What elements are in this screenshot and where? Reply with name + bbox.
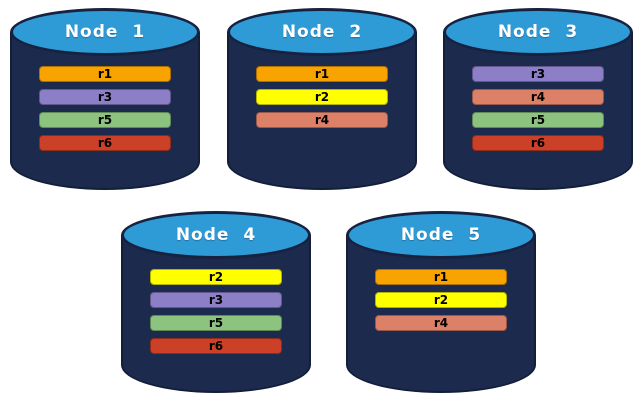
cylinder-body xyxy=(443,32,633,190)
replica-bar: r3 xyxy=(39,89,171,105)
replica-bar: r2 xyxy=(150,269,282,285)
node-cylinder-2: Node 2 r1 r2 r4 xyxy=(227,8,417,190)
replica-bar: r6 xyxy=(472,135,604,151)
cylinder-body xyxy=(121,235,311,393)
replica-bar: r6 xyxy=(39,135,171,151)
cylinder-top: Node 1 xyxy=(10,8,200,56)
node-cylinder-3: Node 3 r3 r4 r5 r6 xyxy=(443,8,633,190)
node-title: Node 4 xyxy=(175,225,257,245)
replica-bar: r2 xyxy=(375,292,507,308)
replica-list: r1 r2 r4 xyxy=(346,269,536,331)
cylinder-body xyxy=(227,32,417,190)
cylinder-top: Node 2 xyxy=(227,8,417,56)
cylinder-body xyxy=(346,235,536,393)
replica-bar: r5 xyxy=(472,112,604,128)
replica-list: r1 r3 r5 r6 xyxy=(10,66,200,151)
cylinder-top: Node 4 xyxy=(121,211,311,259)
replica-bar: r1 xyxy=(256,66,388,82)
replica-bar: r2 xyxy=(256,89,388,105)
replica-bar: r5 xyxy=(39,112,171,128)
node-cylinder-1: Node 1 r1 r3 r5 r6 xyxy=(10,8,200,190)
cylinder-top: Node 5 xyxy=(346,211,536,259)
replica-list: r1 r2 r4 xyxy=(227,66,417,128)
replica-bar: r4 xyxy=(256,112,388,128)
replica-bar: r1 xyxy=(39,66,171,82)
node-title: Node 3 xyxy=(497,22,579,42)
node-cylinder-5: Node 5 r1 r2 r4 xyxy=(346,211,536,393)
replica-bar: r3 xyxy=(150,292,282,308)
replica-bar: r5 xyxy=(150,315,282,331)
cylinder-top: Node 3 xyxy=(443,8,633,56)
node-cylinder-4: Node 4 r2 r3 r5 r6 xyxy=(121,211,311,393)
cylinder-body xyxy=(10,32,200,190)
node-title: Node 2 xyxy=(281,22,363,42)
replica-list: r3 r4 r5 r6 xyxy=(443,66,633,151)
replica-bar: r4 xyxy=(472,89,604,105)
replica-bar: r3 xyxy=(472,66,604,82)
replica-bar: r4 xyxy=(375,315,507,331)
replica-bar: r1 xyxy=(375,269,507,285)
node-title: Node 1 xyxy=(64,22,146,42)
replica-list: r2 r3 r5 r6 xyxy=(121,269,311,354)
node-title: Node 5 xyxy=(400,225,482,245)
replica-bar: r6 xyxy=(150,338,282,354)
